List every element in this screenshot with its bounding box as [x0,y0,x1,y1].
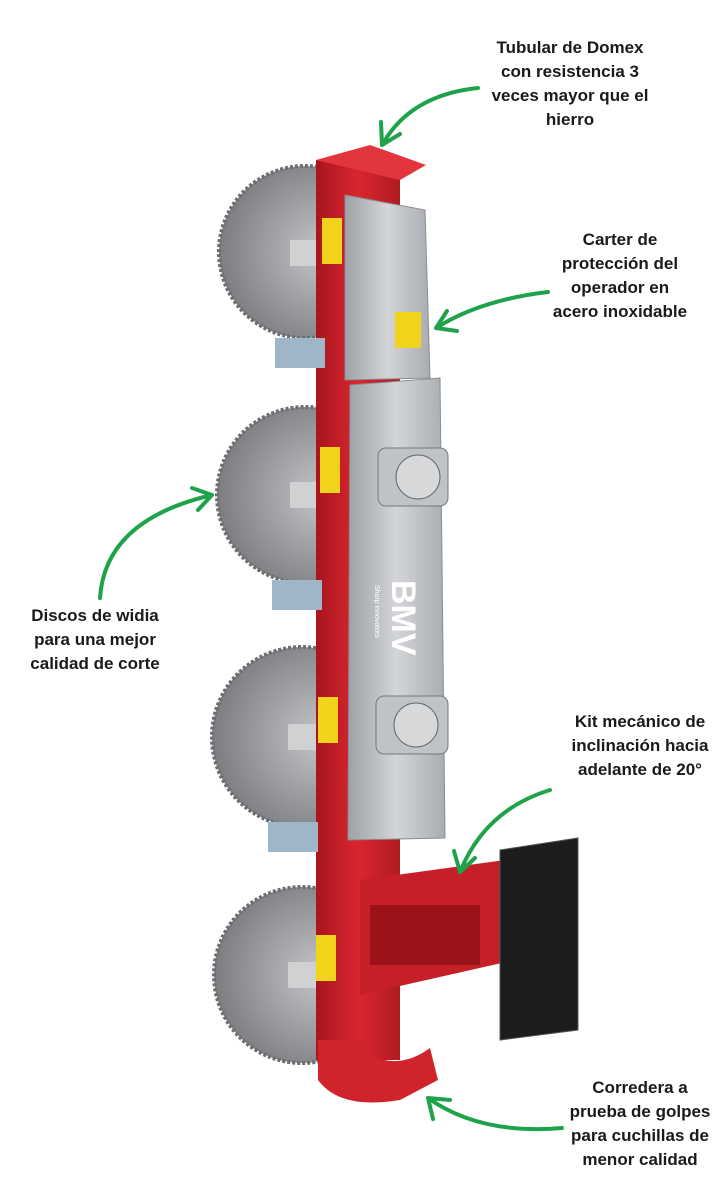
annotation-line: Tubular de Domex [496,38,644,57]
annotation-line: acero inoxidable [552,302,688,321]
annotation-line: protección del [561,254,679,273]
annotation-discs: Discos de widia para una mejor calidad d… [15,604,175,676]
annotation-line: Corredera a [592,1078,688,1097]
arrow-tube [379,86,480,147]
arrow-carter [434,290,550,333]
annotation-kit: Kit mecánico de inclinación hacia adelan… [560,710,720,782]
annotation-line: Kit mecánico de [574,712,706,731]
safety-sticker [316,935,336,981]
annotation-arrows [98,86,564,1132]
annotation-line: calidad de corte [30,654,160,673]
annotation-carter: Carter de protección del operador en ace… [540,228,700,324]
operator-guard [344,194,431,381]
blade-bracket [272,580,322,610]
tilt-kit-mount [360,837,579,1041]
motor-upper [377,447,449,507]
annotation-line: adelante de 20° [578,760,702,779]
annotation-line: con resistencia 3 [501,62,639,81]
brand-tagline: Sharp innovators [373,585,380,638]
safety-sticker [320,447,340,493]
impact-slide [318,1040,438,1103]
arrow-discs [98,486,214,600]
brand-logo: BMV [384,580,422,656]
annotation-slide: Corredera a prueba de golpes para cuchil… [560,1076,720,1172]
motor-lower [375,695,449,755]
annotation-line: para una mejor [34,630,156,649]
annotation-line: para cuchillas de [571,1126,709,1145]
safety-sticker [322,218,342,264]
arrow-kit [452,788,552,874]
annotation-line: inclinación hacia [571,736,709,755]
blade-bracket [275,338,325,368]
tube-top [316,145,426,180]
safety-sticker [318,697,338,743]
annotation-line: menor calidad [582,1150,698,1169]
blade-bracket [268,822,318,852]
annotation-line: veces mayor que el [491,86,649,105]
annotation-line: Carter de [582,230,658,249]
warning-sticker [395,312,421,348]
annotation-line: Discos de widia [31,606,159,625]
annotation-line: prueba de golpes [569,1102,711,1121]
annotation-line: operador en [570,278,670,297]
annotation-tube: Tubular de Domex con resistencia 3 veces… [490,36,650,132]
annotation-line: hierro [545,110,595,129]
arrow-slide [426,1096,564,1132]
